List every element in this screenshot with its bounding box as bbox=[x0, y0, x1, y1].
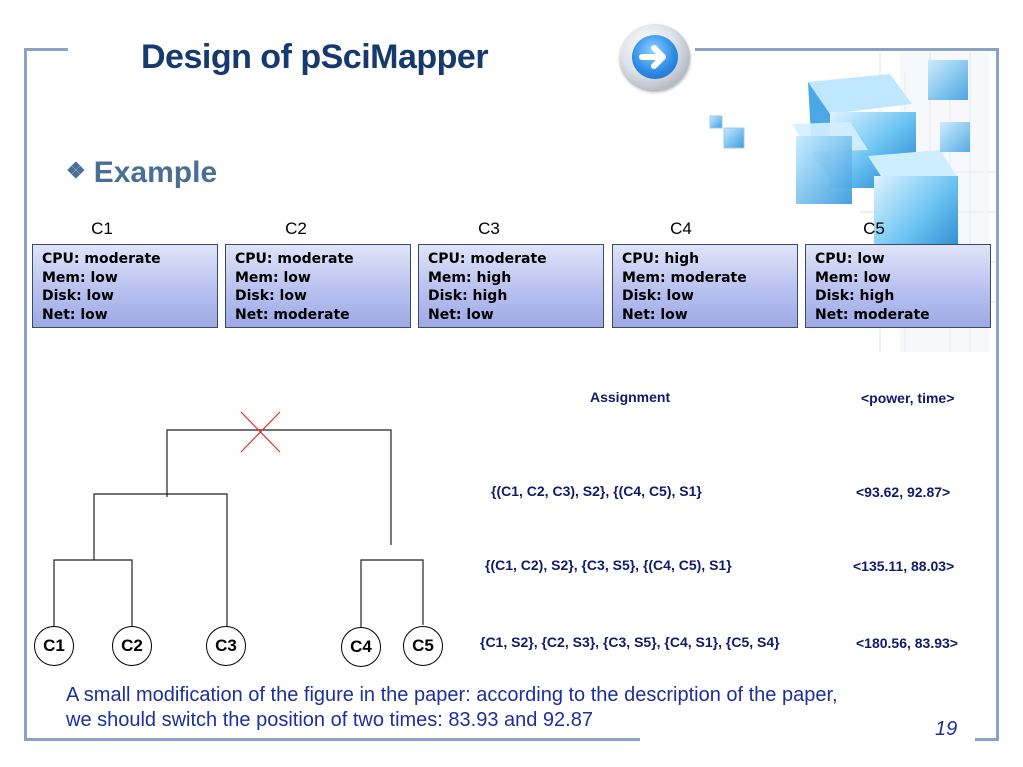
table-header-assignment: Assignment bbox=[590, 389, 671, 405]
dendrogram bbox=[53, 411, 424, 628]
cluster-config-box-c4: CPU: high Mem: moderate Disk: low Net: l… bbox=[612, 244, 798, 328]
net-line: Net: low bbox=[622, 306, 688, 323]
metric-row-2: <135.11, 88.03> bbox=[853, 558, 955, 574]
assignment-row-1: {(C1, C2, C3), S2}, {(C4, C5), S1} bbox=[491, 483, 702, 499]
cpu-line: CPU: moderate bbox=[428, 251, 547, 267]
disk-line: Disk: low bbox=[235, 288, 307, 304]
net-line: Net: low bbox=[428, 306, 494, 323]
mem-line: Mem: low bbox=[815, 269, 891, 286]
diamond-bullet-icon: ❖ bbox=[66, 158, 86, 183]
frame-top-left bbox=[24, 48, 68, 51]
cluster-label-c3: C3 bbox=[478, 219, 500, 238]
page-number: 19 bbox=[935, 718, 958, 740]
frame-top-right bbox=[695, 48, 998, 51]
cluster-config-box-c2: CPU: moderate Mem: low Disk: low Net: mo… bbox=[225, 244, 411, 328]
tree-node-c2: C2 bbox=[112, 626, 152, 666]
net-line: Net: moderate bbox=[815, 306, 930, 323]
footnote-line-1: A small modification of the figure in th… bbox=[66, 684, 838, 706]
c1-c2-branch bbox=[53, 559, 133, 627]
arrow-right-icon bbox=[632, 35, 678, 79]
disk-line: Disk: low bbox=[42, 288, 114, 304]
tree-node-c3: C3 bbox=[206, 626, 246, 666]
cpu-line: CPU: low bbox=[815, 251, 885, 267]
table-header-metric: <power, time> bbox=[861, 390, 955, 406]
metric-row-3: <180.56, 83.93> bbox=[856, 635, 958, 651]
cluster-label-c1: C1 bbox=[91, 219, 113, 238]
tree-node-c1: C1 bbox=[34, 626, 74, 666]
mem-line: Mem: low bbox=[42, 269, 118, 286]
cpu-line: CPU: moderate bbox=[235, 251, 354, 267]
mem-line: Mem: moderate bbox=[622, 269, 747, 286]
footnote-line-2: we should switch the position of two tim… bbox=[66, 709, 593, 731]
frame-left bbox=[24, 48, 27, 740]
page-title: Design of pSciMapper bbox=[141, 38, 489, 76]
net-line: Net: moderate bbox=[235, 306, 350, 323]
frame-bottom-right bbox=[975, 738, 999, 741]
cpu-line: CPU: moderate bbox=[42, 251, 161, 267]
footnote: A small modification of the figure in th… bbox=[66, 683, 966, 733]
c4-c5-branch bbox=[360, 559, 424, 628]
cluster-config-box-c1: CPU: moderate Mem: low Disk: low Net: lo… bbox=[32, 244, 218, 328]
frame-right bbox=[996, 48, 999, 740]
mem-line: Mem: high bbox=[428, 269, 512, 286]
net-line: Net: low bbox=[42, 306, 108, 323]
cluster-config-box-c5: CPU: low Mem: low Disk: high Net: modera… bbox=[805, 244, 991, 328]
cluster-label-c5: C5 bbox=[863, 219, 885, 238]
bullet-heading: ❖ Example bbox=[66, 156, 217, 190]
disk-line: Disk: high bbox=[428, 288, 508, 304]
bullet-text: Example bbox=[93, 156, 218, 189]
tree-node-c4: C4 bbox=[341, 627, 381, 667]
frame-bottom-left bbox=[24, 738, 640, 741]
metric-row-1: <93.62, 92.87> bbox=[856, 484, 951, 500]
mem-line: Mem: low bbox=[235, 269, 311, 286]
assignment-row-2: {(C1, C2), S2}, {C3, S5}, {(C4, C5), S1} bbox=[485, 557, 732, 573]
cpu-line: CPU: high bbox=[622, 251, 700, 267]
cluster-label-c2: C2 bbox=[285, 219, 307, 238]
tree-node-c5: C5 bbox=[403, 626, 443, 666]
cluster-config-box-c3: CPU: moderate Mem: high Disk: high Net: … bbox=[418, 244, 604, 328]
root-branch bbox=[166, 429, 392, 545]
cluster-label-c4: C4 bbox=[670, 219, 692, 238]
left-branch bbox=[93, 493, 228, 627]
next-slide-button[interactable] bbox=[620, 24, 690, 90]
disk-line: Disk: low bbox=[622, 288, 694, 304]
cut-mark-icon bbox=[240, 411, 281, 453]
disk-line: Disk: high bbox=[815, 288, 895, 304]
assignment-row-3: {C1, S2}, {C2, S3}, {C3, S5}, {C4, S1}, … bbox=[480, 634, 780, 650]
